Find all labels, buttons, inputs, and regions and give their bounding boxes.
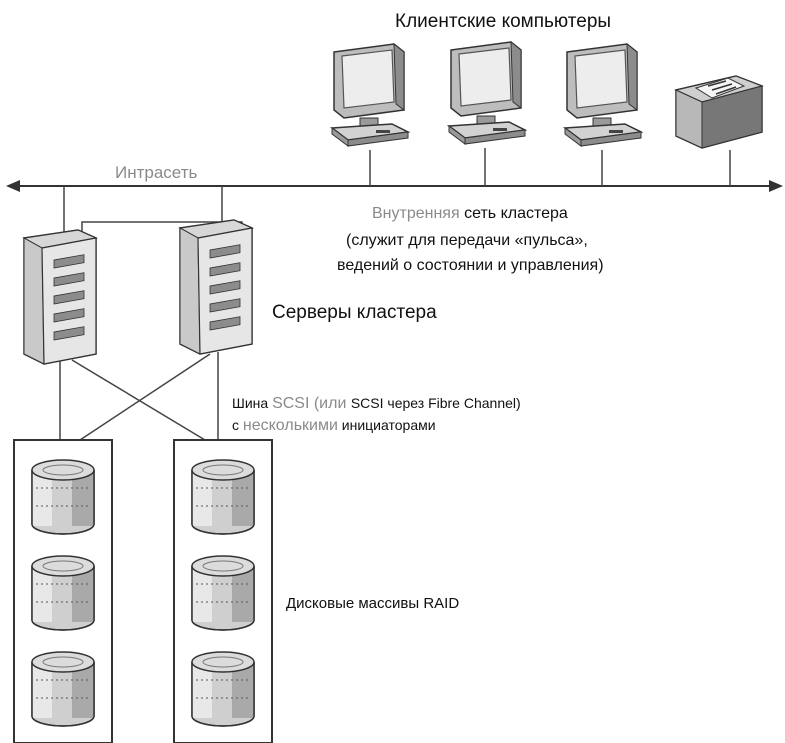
heartbeat-label-line2: ведений о состоянии и управления)	[337, 257, 604, 274]
disk-drive-icon	[31, 651, 95, 727]
intranet-arrow-right-icon	[769, 180, 783, 192]
client-computer-icon	[564, 43, 642, 147]
client-computer-icon	[448, 41, 526, 145]
disk-drive-icon	[31, 459, 95, 535]
intranet-bus	[6, 180, 783, 192]
server-tower-icon	[23, 229, 97, 365]
intranet-arrow-left-icon	[6, 180, 20, 192]
client-drops	[369, 148, 731, 186]
disk-drive-icon	[191, 459, 255, 535]
clients-label: Клиентские компьютеры	[395, 11, 611, 32]
intranet-label: Интрасеть	[115, 163, 197, 182]
printer-icon	[675, 75, 763, 149]
raid-array-right	[173, 439, 273, 743]
heartbeat-label-line1: (служит для передачи «пульса»,	[346, 232, 588, 249]
client-computer-icon	[331, 43, 409, 147]
servers-label: Серверы кластера	[272, 302, 437, 323]
scsi-bus-label-line1: Шина SCSI (или SCSI через Fibre Channel)	[232, 395, 521, 412]
disk-drive-icon	[191, 555, 255, 631]
disk-drive-icon	[191, 651, 255, 727]
scsi-bus-label-line2: с несколькими инициаторами	[232, 417, 436, 434]
server-tower-icon	[179, 219, 253, 355]
disk-drive-icon	[31, 555, 95, 631]
internal-network-label: Внутренняя сеть кластера	[372, 205, 568, 222]
scsi-bus-lines	[59, 352, 219, 441]
raid-array-left	[13, 439, 113, 743]
raid-label: Дисковые массивы RAID	[286, 595, 459, 612]
